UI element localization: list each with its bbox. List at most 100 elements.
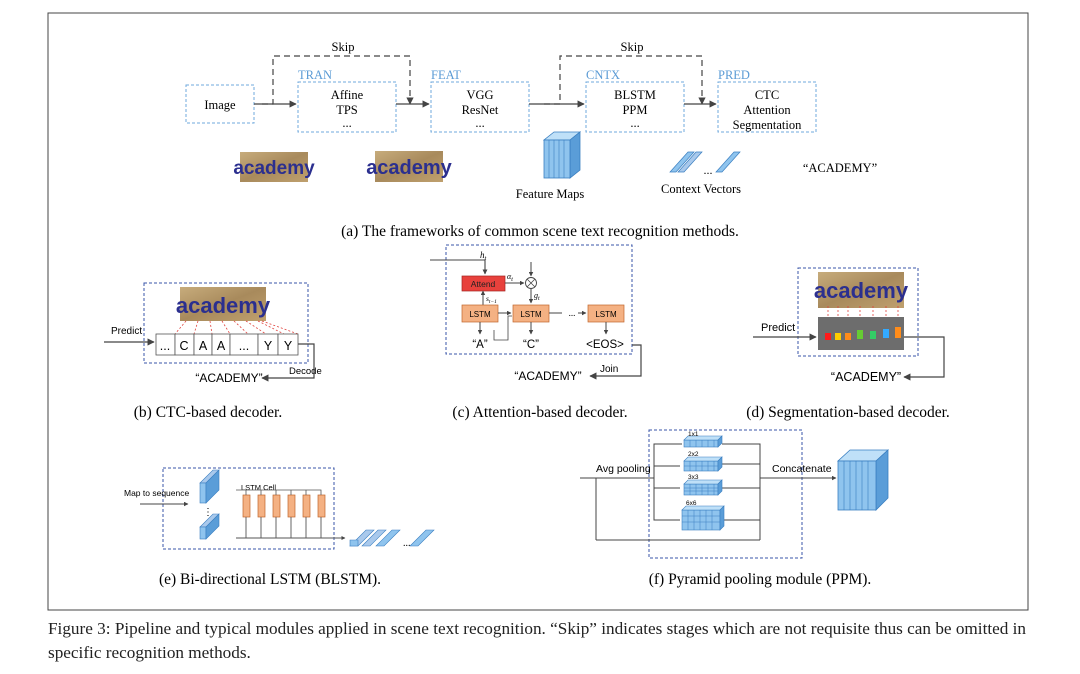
segmentation-dashed-frame xyxy=(797,267,919,357)
rectified-word-image: academy xyxy=(366,151,453,182)
ctc-cell-3: A xyxy=(199,339,208,353)
pred-item-3: Segmentation xyxy=(733,118,802,132)
ctc-decode-label: Decode xyxy=(289,366,322,377)
stage-pred-label: PRED xyxy=(718,68,750,82)
scale-label-1: 1x1 xyxy=(688,431,699,438)
scale-label-4: 6x6 xyxy=(686,500,697,507)
attention-result-label: “ACADEMY” xyxy=(514,369,581,383)
tran-item-2: TPS xyxy=(336,103,358,117)
attention-input-arrow xyxy=(430,259,488,275)
scale-label-2: 2x2 xyxy=(688,451,699,458)
g-label: g xyxy=(534,291,538,300)
scale-label-3: 3x3 xyxy=(688,474,699,481)
ctc-caption: (b) CTC-based decoder. xyxy=(134,404,283,421)
output-2: “C” xyxy=(523,339,539,351)
ctc-word-text: academy xyxy=(176,293,271,318)
cntx-item-3: ... xyxy=(630,116,639,130)
figure-frame xyxy=(47,12,1029,611)
tran-item-3: ... xyxy=(342,116,351,130)
blstm-cells xyxy=(236,489,346,541)
feedback-loop xyxy=(493,315,512,341)
feat-item-2: ResNet xyxy=(462,103,499,117)
image-box-label: Image xyxy=(204,98,236,112)
feat-box xyxy=(430,81,530,133)
ppm-caption: (f) Pyramid pooling module (PPM). xyxy=(649,571,872,588)
blstm-panel: Map to sequence ⋮ LSTM Cell xyxy=(124,467,435,588)
g-symbol: gt xyxy=(534,291,540,302)
blstm-output-vectors xyxy=(349,529,435,547)
ctc-alignment-lines xyxy=(174,320,299,335)
feat-item-1: VGG xyxy=(466,88,493,102)
ctc-dashed-frame xyxy=(143,282,309,364)
ctc-cell-1: ... xyxy=(160,339,170,353)
ctc-cell-4: A xyxy=(217,339,226,353)
h-subscript: t xyxy=(485,255,487,262)
ctc-decode-arrow xyxy=(261,343,315,382)
ctc-cell-6: Y xyxy=(264,339,273,353)
tran-box xyxy=(297,81,397,133)
pipeline-caption: (a) The frameworks of common scene text … xyxy=(341,223,739,240)
segmentation-result-label: “ACADEMY” xyxy=(831,370,901,384)
rectified-word-text: academy xyxy=(366,157,452,179)
join-arrow xyxy=(589,344,642,380)
feat-item-3: ... xyxy=(475,116,484,130)
context-vectors-label: Context Vectors xyxy=(661,182,741,196)
lstm-label-2: LSTM xyxy=(520,310,542,319)
attention-caption: (c) Attention-based decoder. xyxy=(452,404,627,421)
context-vectors xyxy=(669,151,741,173)
ctc-word-image: academy xyxy=(176,287,271,321)
ctc-sequence: ... C A A ... Y Y xyxy=(155,333,299,356)
skip-arrow-1 xyxy=(262,55,414,105)
segmentation-caption: (d) Segmentation-based decoder. xyxy=(746,404,950,421)
skip-label-1: Skip xyxy=(332,40,355,54)
ctc-cell-7: Y xyxy=(284,339,293,353)
ppm-branch-lines xyxy=(653,443,682,521)
cntx-item-2: PPM xyxy=(622,103,647,117)
pipeline-panel: Skip Skip TRAN FEAT CNTX PRED Image Affi… xyxy=(185,40,877,240)
avg-pooling-label: Avg pooling xyxy=(596,463,651,475)
ppm-dashed-frame xyxy=(648,429,803,559)
attention-dashed-frame xyxy=(445,244,633,355)
attention-panel: ht Attend αt gt st−1 LSTM LSTM LSTM ... … xyxy=(430,244,642,421)
attend-label: Attend xyxy=(471,279,496,289)
output-1: “A” xyxy=(472,339,488,351)
blstm-input-dots: ⋮ xyxy=(203,507,213,518)
ctc-predict-label: Predict xyxy=(111,326,142,337)
pred-box xyxy=(717,81,817,133)
pred-item-1: CTC xyxy=(755,88,779,102)
segmentation-output-arrow xyxy=(903,336,945,381)
ppm-output-cube xyxy=(836,449,890,511)
ctc-result-label: “ACADEMY” xyxy=(195,371,262,385)
pred-item-2: Attention xyxy=(743,103,791,117)
pipeline-result-label: “ACADEMY” xyxy=(803,161,877,175)
concatenate-label: Concatenate xyxy=(772,463,832,475)
s-subscript: t−1 xyxy=(489,299,497,305)
ppm-scale-1x1 xyxy=(683,435,723,448)
input-word-text: academy xyxy=(233,158,315,179)
output-3: <EOS> xyxy=(586,339,624,351)
h-label: h xyxy=(480,250,485,260)
ctc-cell-5: ... xyxy=(239,339,249,353)
segmentation-char-masks xyxy=(825,327,901,340)
blstm-output-dots: ... xyxy=(403,538,411,549)
blstm-dashed-frame xyxy=(162,467,335,550)
skip-label-2: Skip xyxy=(621,40,644,54)
lstm-label-1: LSTM xyxy=(469,310,491,319)
segmentation-predict-label: Predict xyxy=(761,322,795,334)
feature-maps-label: Feature Maps xyxy=(516,187,585,201)
input-word-image: academy xyxy=(233,152,315,182)
feature-maps-cube xyxy=(542,131,582,179)
ctc-cell-2: C xyxy=(179,339,188,353)
stage-feat-label: FEAT xyxy=(431,68,461,82)
lstm-label-3: LSTM xyxy=(595,310,617,319)
segmentation-panel: academy Predict “ACADEMY” (d) Segmentati… xyxy=(746,267,950,421)
g-subscript: t xyxy=(538,296,540,302)
ppm-scale-2x2 xyxy=(683,456,723,472)
s-symbol: st−1 xyxy=(486,294,497,305)
alpha-label: α xyxy=(507,272,512,281)
lstm-dots: ... xyxy=(569,308,576,318)
s-label: s xyxy=(486,294,489,303)
stage-tran-label: TRAN xyxy=(298,68,332,82)
figure-caption: Figure 3: Pipeline and typical modules a… xyxy=(48,619,1027,662)
ppm-merge-lines xyxy=(722,443,761,540)
